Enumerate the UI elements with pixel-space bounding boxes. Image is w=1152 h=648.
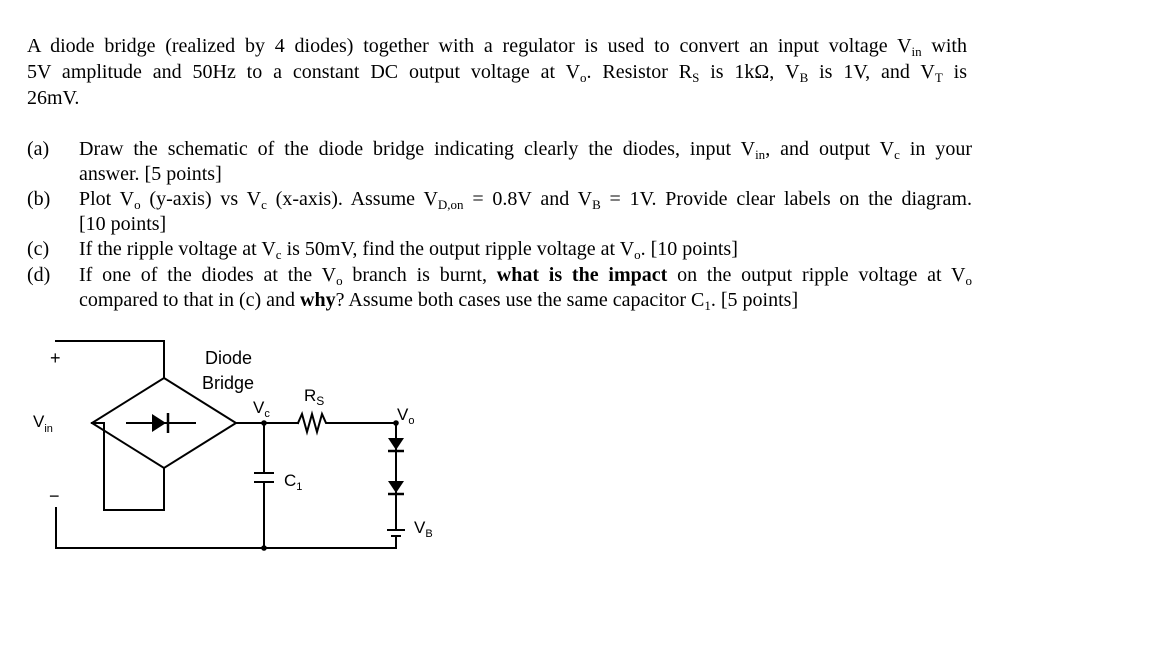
diode-d2-icon — [388, 481, 404, 496]
question-tag: (a) — [27, 138, 50, 160]
bridge-label-line2: Bridge — [202, 373, 254, 393]
question-body: If one of the diodes at the Vo branch is… — [79, 264, 972, 313]
ground-node-dot — [261, 545, 267, 551]
question-tag: (c) — [27, 238, 50, 260]
input-bottom-wire — [91, 422, 165, 511]
question-body: Plot Vo (y-axis) vs Vc (x-axis). Assume … — [79, 188, 972, 235]
vo-label: Vo — [397, 405, 414, 427]
vb-label: VB — [414, 518, 433, 540]
question-tag: (b) — [27, 188, 51, 210]
question-body: If the ripple voltage at Vc is 50mV, fin… — [79, 238, 738, 262]
bridge-diode-icon — [126, 413, 196, 433]
question-body: Draw the schematic of the diode bridge i… — [79, 138, 973, 185]
plus-label: + — [50, 348, 61, 368]
c1-label: C1 — [284, 471, 302, 493]
problem-statement: A diode bridge (realized by 4 diodes) to… — [27, 33, 967, 111]
vc-node-dot — [261, 420, 267, 426]
diode-d1-icon — [388, 438, 404, 453]
statement-line-2: 5V amplitude and 50Hz to a constant DC o… — [27, 61, 968, 85]
vc-label: Vc — [253, 398, 270, 420]
input-top-wire — [55, 340, 165, 379]
rs-label: RS — [304, 386, 324, 408]
question-tag: (d) — [27, 264, 51, 286]
vin-label: Vin — [33, 412, 53, 435]
resistor-rs — [296, 410, 397, 436]
statement-line-3: 26mV. — [27, 87, 80, 109]
statement-line-1: A diode bridge (realized by 4 diodes) to… — [27, 35, 967, 59]
bridge-label-line1: Diode — [205, 348, 252, 368]
capacitor-c1 — [254, 472, 274, 483]
ground-wire — [55, 507, 265, 549]
minus-label: − — [49, 486, 60, 506]
vo-node-dot — [393, 420, 399, 426]
return-wire — [263, 535, 397, 549]
